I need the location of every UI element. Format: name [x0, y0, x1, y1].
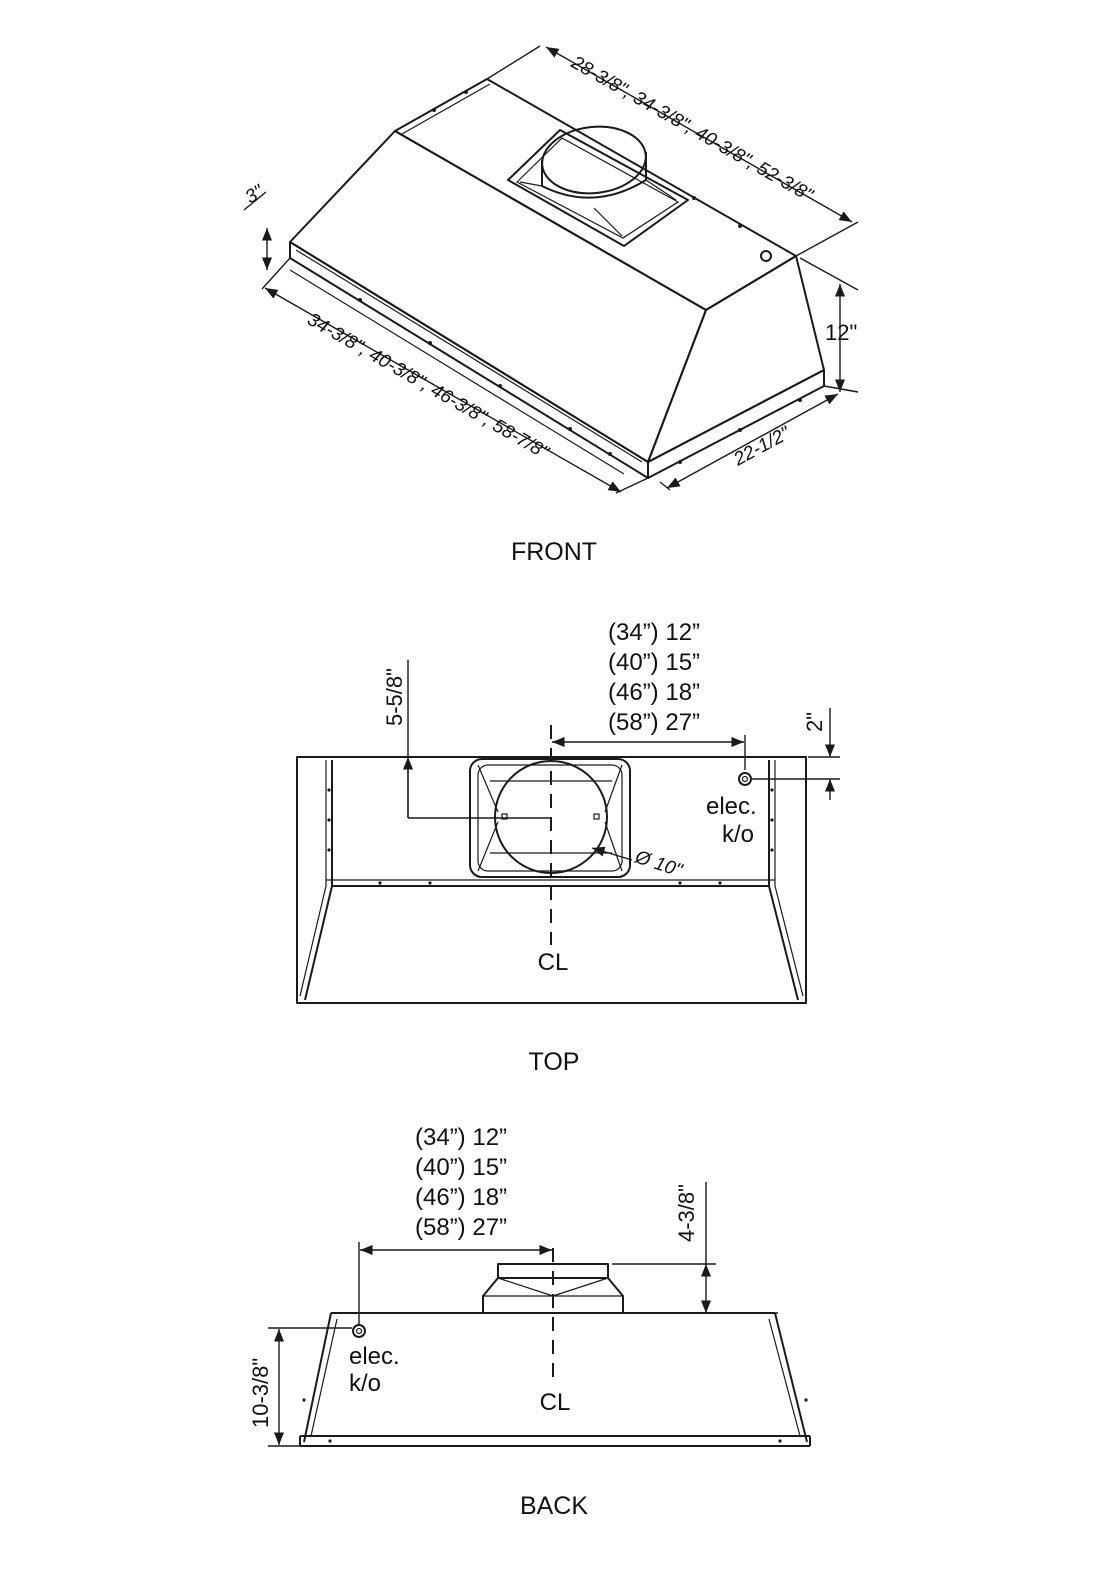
back-rivets — [302, 1398, 808, 1443]
back-elec-height-dim: 10-3/8" — [248, 1327, 352, 1447]
top-offset-34: (34”) 12” — [608, 619, 700, 646]
back-centerline-label: CL — [540, 1389, 571, 1416]
back-elec-label-line2: k/o — [349, 1370, 381, 1397]
back-offset-34: (34”) 12” — [415, 1124, 507, 1151]
top-duct-offset-dim: 5-5/8" — [382, 660, 551, 819]
front-lip-height-dim: 3" — [242, 181, 273, 270]
front-height-label: 12" — [825, 320, 857, 345]
back-view-title: BACK — [520, 1492, 588, 1520]
front-height-dim: 12" — [799, 257, 859, 393]
top-elec-label-line1: elec. — [706, 793, 757, 820]
front-top-width-dim: 28-3/8", 34-3/8", 40-3/8", 52-3/8" — [486, 45, 859, 257]
front-lip-height-label: 3" — [242, 181, 269, 209]
top-elec-offset-label: 2" — [802, 712, 827, 732]
front-elec-knockout — [760, 250, 772, 262]
back-offset-40: (40”) 15” — [415, 1154, 507, 1181]
top-rivets — [327, 788, 774, 885]
top-elec-knockout — [738, 772, 752, 786]
front-view: 28-3/8", 34-3/8", 40-3/8", 52-3/8" 34-3/… — [242, 45, 859, 566]
duct-collar-isometric — [507, 125, 689, 247]
top-offset-40: (40”) 15” — [608, 649, 700, 676]
top-centerline-label: CL — [538, 949, 569, 976]
top-offset-46: (46”) 18” — [608, 679, 700, 706]
front-bottom-width-label: 34-3/8", 40-3/8", 46-3/8", 58-7/8" — [304, 309, 553, 464]
back-offset-46: (46”) 18” — [415, 1184, 507, 1211]
back-elec-height-label: 10-3/8" — [248, 1358, 273, 1428]
back-collar-height-dim: 4-3/8" — [612, 1182, 778, 1314]
back-collar-height-label: 4-3/8" — [674, 1184, 699, 1242]
top-offset-58: (58”) 27” — [608, 709, 700, 736]
top-duct-diameter-label: Ø 10" — [632, 846, 686, 881]
top-elec-label-line2: k/o — [722, 821, 754, 848]
top-duct-offset-label: 5-5/8" — [382, 668, 407, 726]
back-offset-58: (58”) 27” — [415, 1214, 507, 1241]
front-view-title: FRONT — [511, 538, 597, 566]
back-elec-label-line1: elec. — [349, 1343, 400, 1370]
front-top-width-label: 28-3/8", 34-3/8", 40-3/8", 52-3/8" — [567, 52, 817, 207]
top-view-title: TOP — [529, 1048, 580, 1076]
hood-isometric-body — [289, 78, 825, 479]
front-bottom-width-dim: 34-3/8", 40-3/8", 46-3/8", 58-7/8" — [261, 257, 649, 494]
top-elec-offset-dim: 2" — [752, 708, 840, 800]
back-view: CL elec. k/o (34”) 12” (40”) 15” (46”) 1… — [248, 1124, 811, 1520]
top-view: CL elec. k/o (34”) 12” (40”) 15” (46”) 1… — [296, 619, 840, 1076]
back-elec-knockout — [352, 1324, 366, 1338]
